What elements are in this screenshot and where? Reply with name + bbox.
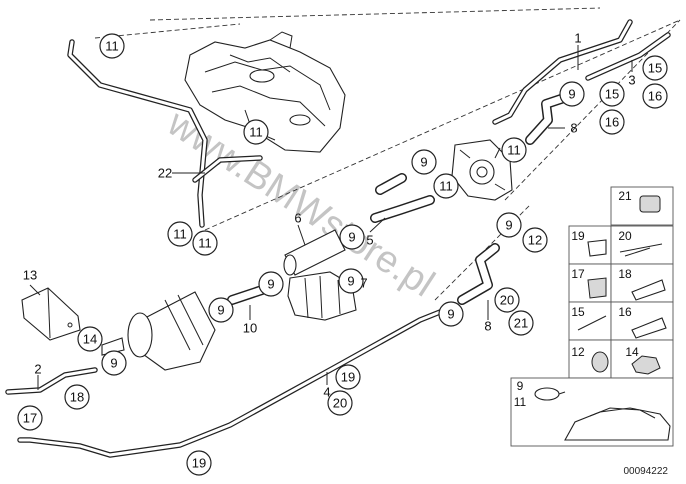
svg-text:11: 11	[105, 39, 119, 54]
fuel-tank-illustration	[184, 31, 346, 153]
svg-text:18: 18	[70, 390, 84, 405]
callout-11: 11	[243, 119, 269, 145]
svg-text:12: 12	[528, 233, 542, 248]
svg-text:16: 16	[648, 89, 662, 104]
callout-18: 18	[64, 384, 90, 410]
callout-11: 11	[192, 230, 218, 256]
svg-text:14: 14	[83, 332, 97, 347]
svg-text:16: 16	[618, 305, 632, 319]
callout-11: 11	[99, 33, 125, 59]
callout-12: 12	[522, 227, 548, 253]
callout-20: 20	[327, 390, 353, 416]
pump-assembly	[451, 139, 513, 201]
rubber-hoses	[227, 91, 575, 305]
callouts: 11 11 11 11 11 11 9 9 9 9 9 9 9 9 9 15 1…	[17, 33, 668, 476]
callout-11: 11	[501, 137, 527, 163]
svg-text:9: 9	[217, 303, 224, 318]
callout-21: 21	[508, 310, 534, 336]
callout-11: 11	[433, 173, 459, 199]
svg-text:20: 20	[333, 396, 347, 411]
callout-19: 19	[335, 364, 361, 390]
damper-6	[283, 229, 346, 276]
svg-text:19: 19	[192, 456, 206, 471]
svg-text:17: 17	[571, 267, 585, 281]
callout-9: 9	[411, 149, 437, 175]
svg-text:11: 11	[198, 236, 212, 251]
label-8: 8	[484, 319, 491, 334]
callout-9: 9	[101, 350, 127, 376]
callout-9: 9	[559, 81, 585, 107]
label-3: 3	[628, 73, 635, 88]
small-parts-legend: 21 19 20 17 18 15 16 12 14 9 11	[510, 186, 674, 447]
svg-text:14: 14	[625, 345, 639, 359]
svg-text:15: 15	[605, 87, 619, 102]
callout-14: 14	[77, 326, 103, 352]
svg-text:11: 11	[173, 227, 187, 242]
callout-9: 9	[338, 268, 364, 294]
part-labels: 1 3 8 22 6 5 7 10 8 13 2 4	[23, 31, 636, 400]
label-6: 6	[294, 211, 301, 226]
svg-text:19: 19	[571, 229, 585, 243]
callout-16: 16	[642, 83, 668, 109]
callout-11: 11	[167, 221, 193, 247]
svg-text:9: 9	[420, 155, 427, 170]
svg-text:15: 15	[648, 61, 662, 76]
label-10: 10	[243, 321, 257, 336]
svg-text:9: 9	[348, 230, 355, 245]
callout-17: 17	[17, 405, 43, 431]
svg-text:15: 15	[571, 305, 585, 319]
svg-text:11: 11	[507, 143, 521, 158]
label-8: 8	[570, 121, 577, 136]
callout-9: 9	[339, 224, 365, 250]
svg-text:18: 18	[618, 267, 632, 281]
label-22: 22	[158, 166, 172, 181]
leader-lines	[29, 45, 633, 390]
svg-text:11: 11	[439, 179, 453, 194]
callout-15: 15	[599, 81, 625, 107]
label-5: 5	[366, 233, 373, 248]
callout-9: 9	[258, 271, 284, 297]
callout-9: 9	[496, 212, 522, 238]
svg-text:9: 9	[110, 356, 117, 371]
callout-9: 9	[438, 301, 464, 327]
svg-text:12: 12	[571, 345, 585, 359]
label-13: 13	[23, 268, 37, 283]
svg-text:9: 9	[447, 307, 454, 322]
svg-text:19: 19	[341, 370, 355, 385]
fuel-lines	[5, 19, 671, 458]
callout-19: 19	[186, 450, 212, 476]
legend-cell-15	[568, 301, 612, 341]
svg-text:9: 9	[347, 274, 354, 289]
svg-text:9: 9	[568, 87, 575, 102]
svg-text:21: 21	[618, 189, 632, 203]
legend-cell-20	[610, 225, 674, 265]
svg-text:11: 11	[249, 125, 263, 140]
label-7: 7	[360, 276, 367, 291]
label-1: 1	[574, 31, 581, 46]
bracket-13	[21, 287, 81, 341]
label-4: 4	[323, 385, 330, 400]
svg-text:17: 17	[23, 411, 37, 426]
svg-text:9: 9	[505, 218, 512, 233]
svg-text:20: 20	[618, 229, 632, 243]
document-number: 00094222	[624, 466, 669, 477]
svg-text:9: 9	[517, 379, 524, 393]
callout-16: 16	[599, 109, 625, 135]
callout-9: 9	[208, 297, 234, 323]
callout-20: 20	[494, 287, 520, 313]
svg-text:20: 20	[500, 293, 514, 308]
svg-text:21: 21	[514, 316, 528, 331]
callout-15: 15	[642, 55, 668, 81]
label-2: 2	[34, 362, 41, 377]
svg-text:11: 11	[514, 395, 527, 409]
svg-text:16: 16	[605, 115, 619, 130]
fuel-filter	[101, 291, 216, 371]
svg-text:9: 9	[267, 277, 274, 292]
